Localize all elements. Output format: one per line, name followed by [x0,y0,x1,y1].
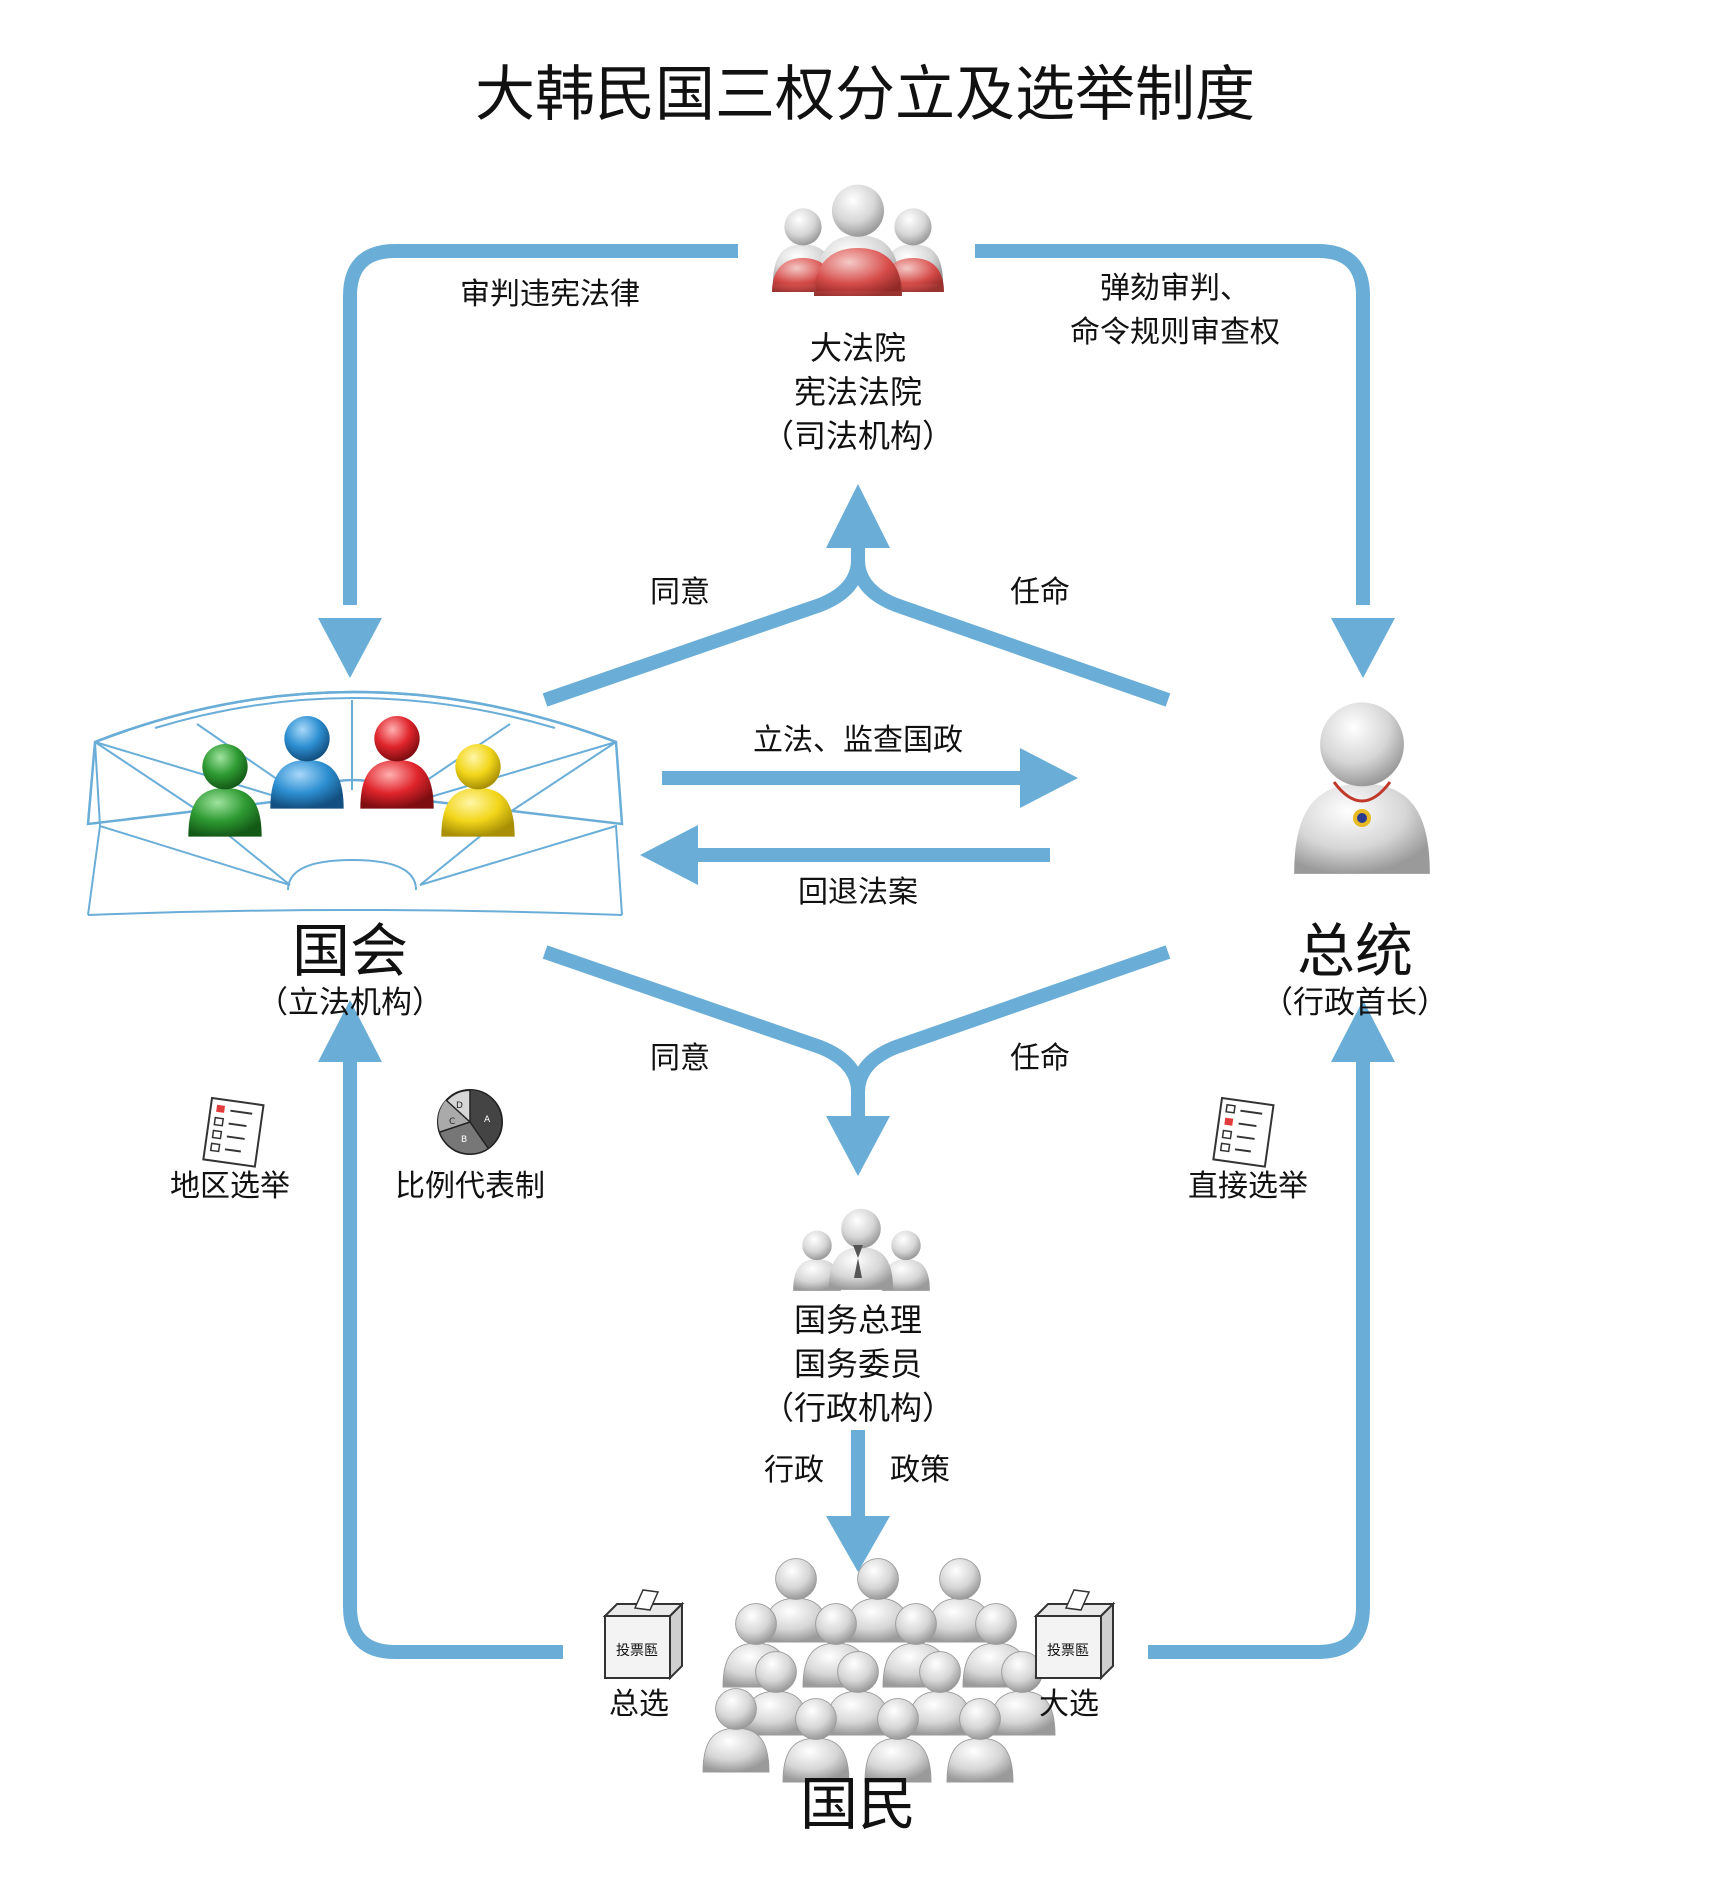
ballot-paper-icon-right [1212,1096,1275,1168]
arrowhead-assembly-bottom [318,1000,382,1062]
court-name-line3: （司法机构） [761,417,954,455]
cabinet-icon [793,1208,930,1291]
arrow-president-to-cabinet [851,945,1171,1093]
label-veto: 回退法案 [798,875,918,910]
court-icon [772,184,944,296]
assembly-icon [86,690,624,916]
label-direct-election: 直接选举 [1188,1169,1308,1204]
label-assembly-review: 审判违宪法律 [460,277,640,312]
ballot-box-icon-left: 投票匦 [602,1589,685,1681]
label-policy: 政策 [890,1453,950,1488]
cabinet-name-line1: 国务总理 [793,1301,922,1339]
arrowhead-court [826,484,890,548]
arrowhead-assembly-top [318,618,382,678]
connectors [343,244,1370,1659]
arrowheads [318,484,1395,1572]
arrow-people-to-president [1148,1058,1370,1659]
label-consent-bottom: 同意 [650,1041,710,1076]
ballot-paper-icon-left [202,1096,265,1168]
people-name: 国民 [799,1770,916,1838]
label-district-election: 地区选举 [170,1169,290,1204]
president-icon [1294,702,1430,874]
arrowhead-veto [640,825,698,885]
court-name-line2: 宪法法院 [793,373,922,411]
label-general-election: 总选 [609,1687,669,1722]
ballot-box-label-left: 投票匦 [616,1643,658,1659]
arrow-assembly-to-court [542,530,865,707]
court-name-line1: 大法院 [809,329,906,367]
ballot-box-icon-right: 投票匦 [1033,1589,1116,1681]
arrowhead-legislate [1020,748,1078,808]
label-presidential-election: 大选 [1039,1687,1099,1722]
arrowhead-people [826,1516,890,1572]
pie-label-b: B [461,1135,467,1145]
label-legislate: 立法、监查国政 [753,723,963,758]
president-name: 总统 [1296,917,1413,985]
cabinet-name-line3: （行政机构） [761,1389,954,1427]
label-admin: 行政 [764,1453,824,1488]
label-president-review-2: 命令规则审查权 [1070,315,1280,350]
arrowhead-president-top [1331,618,1395,678]
pie-chart-icon: A B C D [437,1089,503,1155]
arrow-people-to-assembly [343,1058,563,1659]
people-icon [702,1558,1056,1783]
pie-label-a: A [484,1115,491,1125]
president-sub: （行政首长） [1262,985,1448,1021]
label-appoint-top: 任命 [1010,575,1070,610]
label-president-review-1: 弹劾审判、 [1100,271,1250,306]
arrowhead-cabinet [826,1116,890,1176]
label-consent-top: 同意 [650,575,710,610]
pie-label-d: D [456,1101,463,1111]
arrow-court-to-president [975,244,1370,605]
pie-label-c: C [449,1117,455,1127]
label-appoint-bottom: 任命 [1010,1041,1070,1076]
arrowhead-president-bottom [1331,1000,1395,1062]
arrow-president-to-court [851,559,1171,707]
diagram-title: 大韩民国三权分立及选举制度 [475,60,1255,130]
cabinet-name-line2: 国务委员 [793,1345,922,1383]
assembly-sub: （立法机构） [257,985,443,1021]
ballot-box-label-right: 投票匦 [1047,1643,1089,1659]
label-proportional: 比例代表制 [395,1169,545,1204]
arrow-court-to-assembly [343,244,738,605]
assembly-name: 国会 [291,917,408,985]
